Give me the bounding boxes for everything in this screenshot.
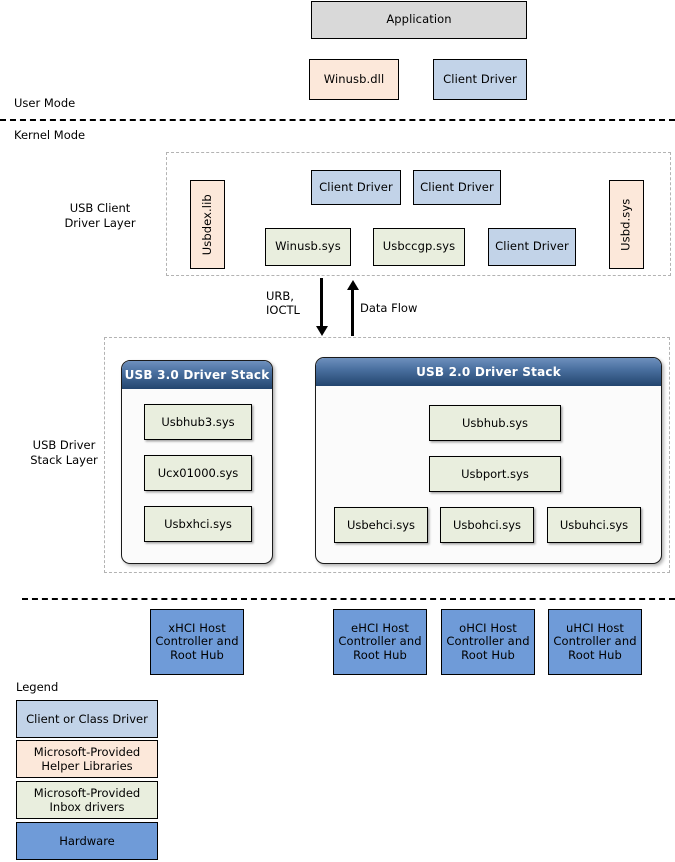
legend-item-inbox-drivers: Microsoft-Provided Inbox drivers — [16, 781, 158, 819]
xhci-host-controller-box: xHCI Host Controller and Root Hub — [150, 609, 244, 675]
ucx01000-sys-chip: Ucx01000.sys — [144, 455, 252, 491]
software-hardware-divider — [22, 598, 675, 600]
driver-stack-layer-group — [104, 337, 670, 573]
client-driver-box-3: Client Driver — [488, 228, 576, 266]
winusb-dll-box: Winusb.dll — [309, 59, 399, 100]
uhci-host-controller-box: uHCI Host Controller and Root Hub — [548, 609, 642, 675]
data-flow-arrow-head — [346, 280, 359, 290]
usbdex-lib-label: Usbdex.lib — [199, 193, 214, 256]
legend-item-client-or-class-driver: Client or Class Driver — [16, 700, 158, 738]
usbxhci-sys-chip: Usbxhci.sys — [144, 506, 252, 542]
kernel-mode-label: Kernel Mode — [14, 128, 86, 142]
urb-ioctl-arrow-head — [315, 326, 328, 336]
user-mode-label: User Mode — [14, 96, 76, 110]
caption-line-1: USB Client — [69, 201, 131, 215]
usbccgp-sys-box: Usbccgp.sys — [373, 228, 465, 266]
winusb-sys-box: Winusb.sys — [265, 228, 351, 266]
application-box: Application — [311, 1, 527, 39]
client-driver-box-1: Client Driver — [311, 170, 401, 205]
usbd-sys-label: Usbd.sys — [618, 198, 633, 251]
usb20-driver-stack-panel: USB 2.0 Driver Stack Usbhub.sys Usbport.… — [315, 357, 662, 564]
usbdex-lib-box: Usbdex.lib — [190, 180, 225, 269]
usbhub3-sys-chip: Usbhub3.sys — [144, 404, 252, 440]
stack-caption-line-1: USB Driver — [32, 438, 96, 452]
legend-item-hardware: Hardware — [16, 822, 158, 860]
usb30-stack-body: Usbhub3.sys Ucx01000.sys Usbxhci.sys — [122, 389, 272, 563]
urb-ioctl-arrow-line — [320, 278, 323, 328]
ohci-host-controller-box: oHCI Host Controller and Root Hub — [441, 609, 535, 675]
usbuhci-sys-chip: Usbuhci.sys — [547, 507, 641, 543]
usb30-driver-stack-panel: USB 3.0 Driver Stack Usbhub3.sys Ucx0100… — [121, 360, 273, 564]
usbd-sys-box: Usbd.sys — [609, 180, 644, 269]
user-kernel-divider — [0, 119, 675, 121]
client-driver-layer-group — [166, 152, 671, 276]
legend-item-helper-libraries: Microsoft-Provided Helper Libraries — [16, 740, 158, 778]
usb20-stack-body: Usbhub.sys Usbport.sys Usbehci.sys Usboh… — [316, 386, 661, 563]
usbehci-sys-chip: Usbehci.sys — [334, 507, 428, 543]
data-flow-arrow-line — [351, 288, 354, 336]
usb20-stack-title: USB 2.0 Driver Stack — [316, 358, 661, 386]
caption-line-2: Driver Layer — [64, 216, 136, 230]
usb-driver-stack-layer-caption: USB Driver Stack Layer — [14, 438, 114, 468]
urb-ioctl-label: URB, IOCTL — [266, 289, 300, 317]
legend-title: Legend — [16, 680, 59, 694]
client-driver-usermode-box: Client Driver — [433, 59, 527, 100]
usbhub-sys-chip: Usbhub.sys — [429, 405, 561, 441]
usb30-stack-title: USB 3.0 Driver Stack — [122, 361, 272, 389]
urb-ioctl-line-1: URB, — [266, 289, 294, 303]
usb-client-driver-layer-caption: USB Client Driver Layer — [40, 201, 160, 231]
stack-caption-line-2: Stack Layer — [30, 453, 98, 467]
data-flow-label: Data Flow — [360, 301, 418, 315]
ehci-host-controller-box: eHCI Host Controller and Root Hub — [333, 609, 427, 675]
client-driver-box-2: Client Driver — [413, 170, 501, 205]
usbohci-sys-chip: Usbohci.sys — [440, 507, 534, 543]
usbport-sys-chip: Usbport.sys — [429, 456, 561, 492]
urb-ioctl-line-2: IOCTL — [266, 302, 300, 317]
